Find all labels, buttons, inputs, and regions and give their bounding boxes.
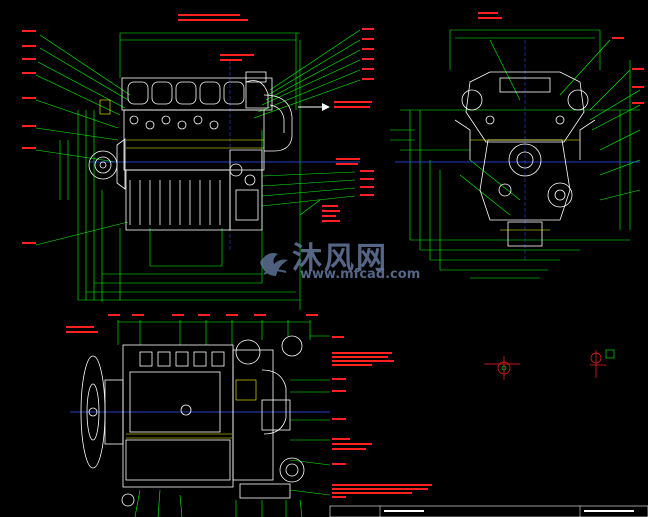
title-block bbox=[329, 505, 648, 517]
watermark bbox=[260, 253, 288, 276]
watermark-url: www.mfcad.com bbox=[300, 267, 421, 282]
detail-symbols bbox=[484, 349, 615, 380]
exhaust-arrow bbox=[298, 103, 330, 111]
mfcad-logo-icon bbox=[260, 253, 288, 276]
front-engine-outline bbox=[454, 71, 596, 247]
side-view-red-notes bbox=[22, 14, 374, 244]
side-view-dimensions bbox=[35, 29, 361, 310]
top-engine-outline bbox=[80, 335, 305, 507]
front-view-red-notes bbox=[478, 12, 644, 104]
side-view-left bbox=[22, 14, 374, 310]
top-view-dimensions bbox=[117, 320, 331, 517]
front-view-right bbox=[390, 12, 644, 279]
front-view-dimensions bbox=[390, 29, 641, 279]
top-view-red-notes bbox=[66, 314, 432, 498]
side-engine-outline bbox=[88, 71, 293, 231]
watermark-brand: 沐风网 bbox=[292, 241, 388, 276]
top-view-bottom bbox=[66, 314, 432, 517]
